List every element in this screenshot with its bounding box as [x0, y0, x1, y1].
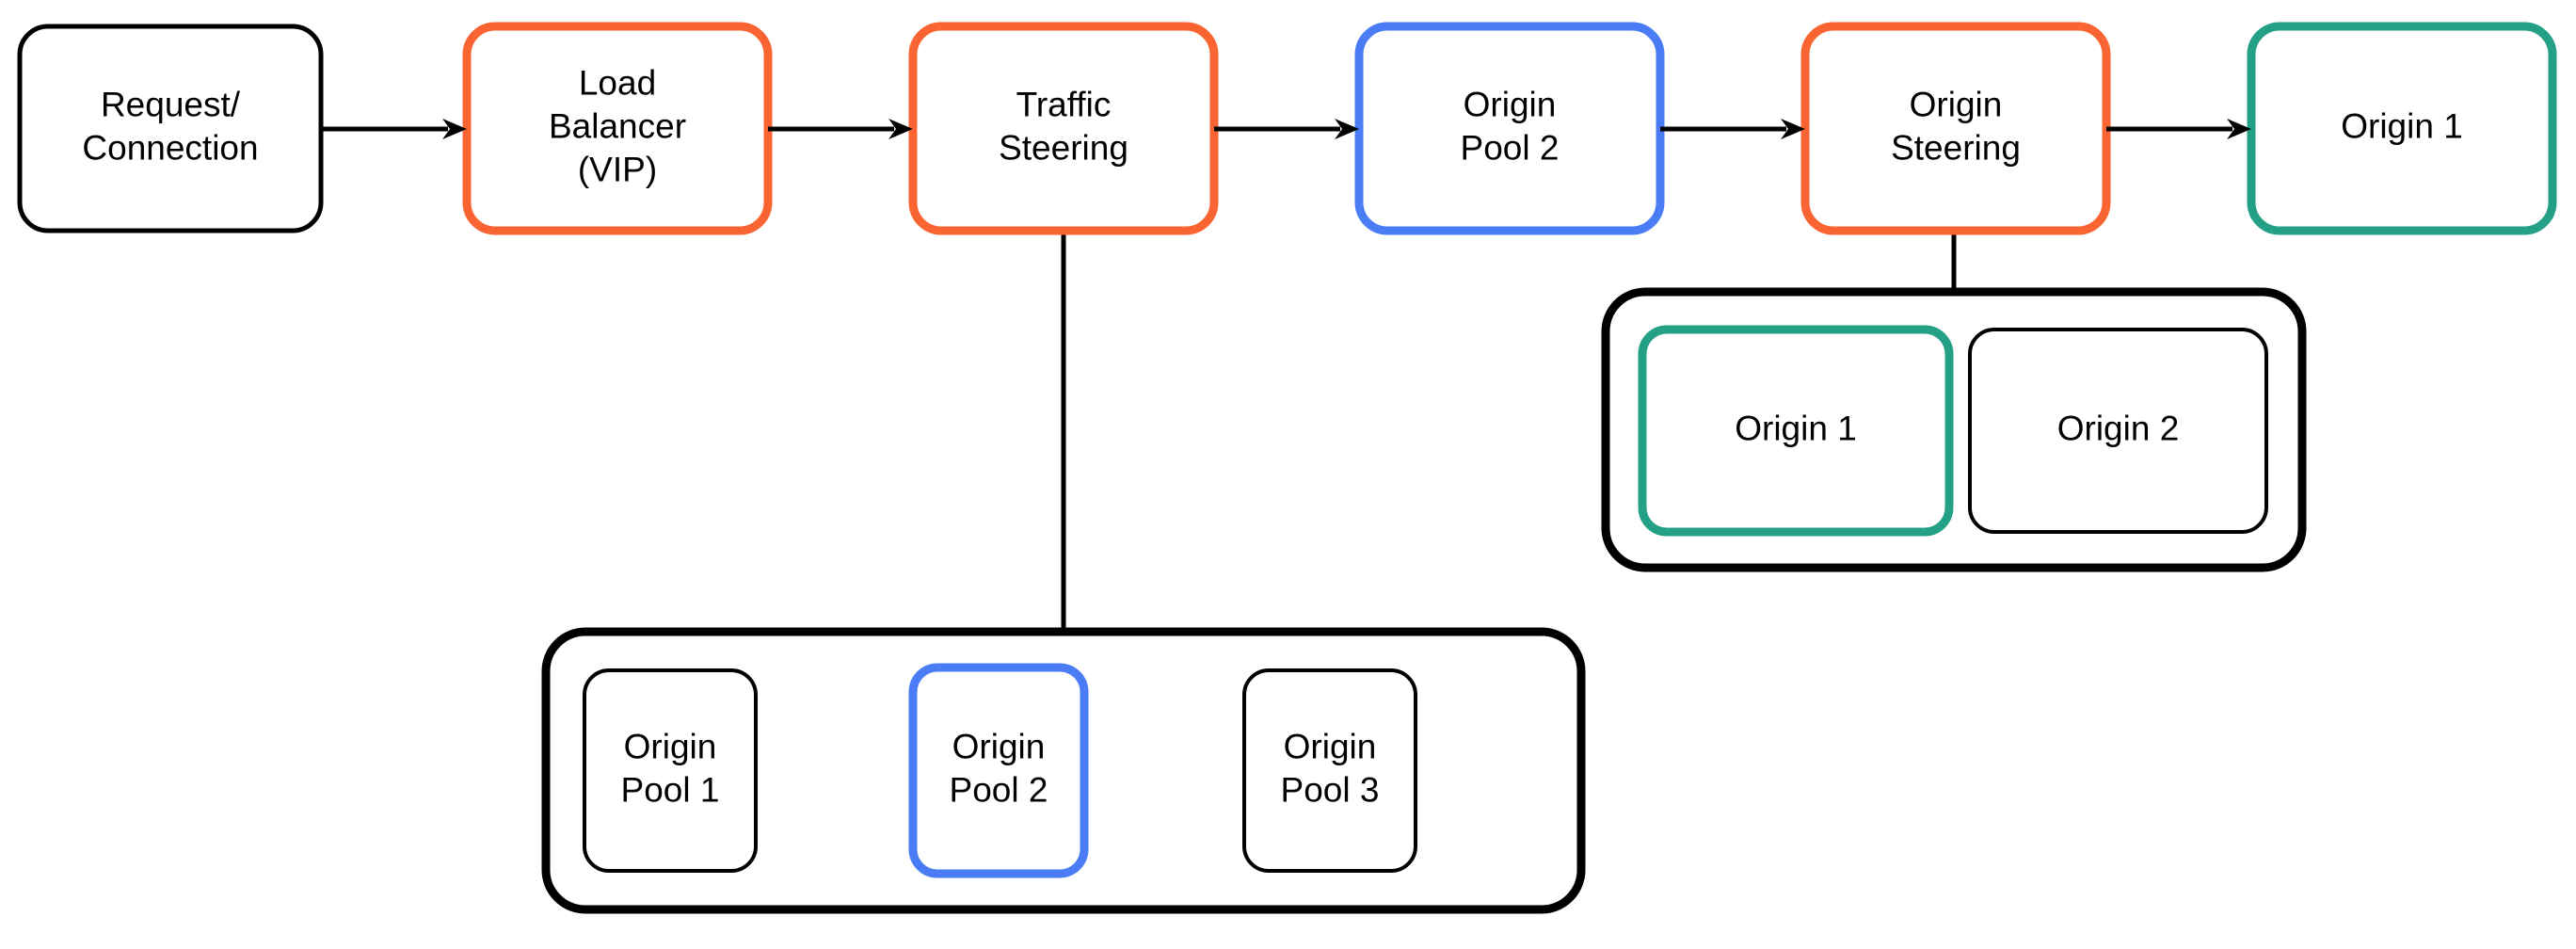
- node-label-origin-pool-1: Pool 1: [621, 770, 720, 809]
- node-label-origin-pool-2-selected: Origin: [952, 727, 1046, 765]
- node-label-request-connection: Connection: [82, 128, 258, 167]
- node-border-origin-1-selected: [1638, 325, 1954, 537]
- node-label-origin-pool-3: Origin: [1284, 727, 1377, 765]
- arrow-origin-steering-to-origin1: [2106, 119, 2251, 139]
- node-border-origin-1-top: [2247, 22, 2557, 235]
- node-border-origin-pool-2-selected: [908, 663, 1089, 878]
- node-label-origin-1-top: Origin 1: [2341, 106, 2463, 145]
- node-label-load-balancer-vip: Load: [579, 63, 656, 102]
- arrow-pool2-to-origin-steering-head: [1781, 119, 1805, 139]
- node-label-origin-steering: Origin: [1910, 85, 2003, 123]
- node-label-traffic-steering: Steering: [999, 128, 1128, 167]
- arrow-lb-to-traffic-steering: [768, 119, 913, 139]
- node-label-traffic-steering: Traffic: [1016, 85, 1112, 123]
- arrow-origin-steering-to-origin1-head: [2227, 119, 2251, 139]
- node-label-load-balancer-vip: Balancer: [549, 106, 686, 145]
- node-label-origin-pool-1: Origin: [624, 727, 717, 765]
- node-label-origin-pool-2-top: Origin: [1464, 85, 1557, 123]
- node-border-origin-pool-1: [583, 668, 758, 873]
- node-request-connection[interactable]: Request/Connection: [17, 24, 324, 233]
- node-label-load-balancer-vip: (VIP): [578, 150, 657, 188]
- arrow-traffic-steering-to-pool2: [1214, 119, 1359, 139]
- connectors-layer: [1061, 231, 1957, 632]
- arrow-lb-to-traffic-steering-head: [888, 119, 913, 139]
- node-origin-1-selected[interactable]: Origin 1: [1638, 325, 1954, 537]
- arrows-layer: [321, 119, 2251, 139]
- node-label-origin-pool-2-selected: Pool 2: [950, 770, 1048, 809]
- node-border-origin-2: [1968, 328, 2268, 534]
- node-origin-2[interactable]: Origin 2: [1968, 328, 2268, 534]
- node-label-origin-2: Origin 2: [2057, 409, 2180, 447]
- arrow-request-to-lb-head: [442, 119, 467, 139]
- node-label-origin-1-selected: Origin 1: [1735, 409, 1857, 447]
- node-origin-1-top[interactable]: Origin 1: [2247, 22, 2557, 235]
- node-border-origin-pool-3: [1242, 668, 1417, 873]
- arrow-pool2-to-origin-steering: [1660, 119, 1805, 139]
- arrow-request-to-lb: [321, 119, 467, 139]
- node-label-request-connection: Request/: [101, 85, 241, 123]
- node-label-origin-pool-2-top: Pool 2: [1461, 128, 1560, 167]
- arrow-traffic-steering-to-pool2-head: [1335, 119, 1359, 139]
- node-label-origin-steering: Steering: [1891, 128, 2021, 167]
- node-label-origin-pool-3: Pool 3: [1281, 770, 1380, 809]
